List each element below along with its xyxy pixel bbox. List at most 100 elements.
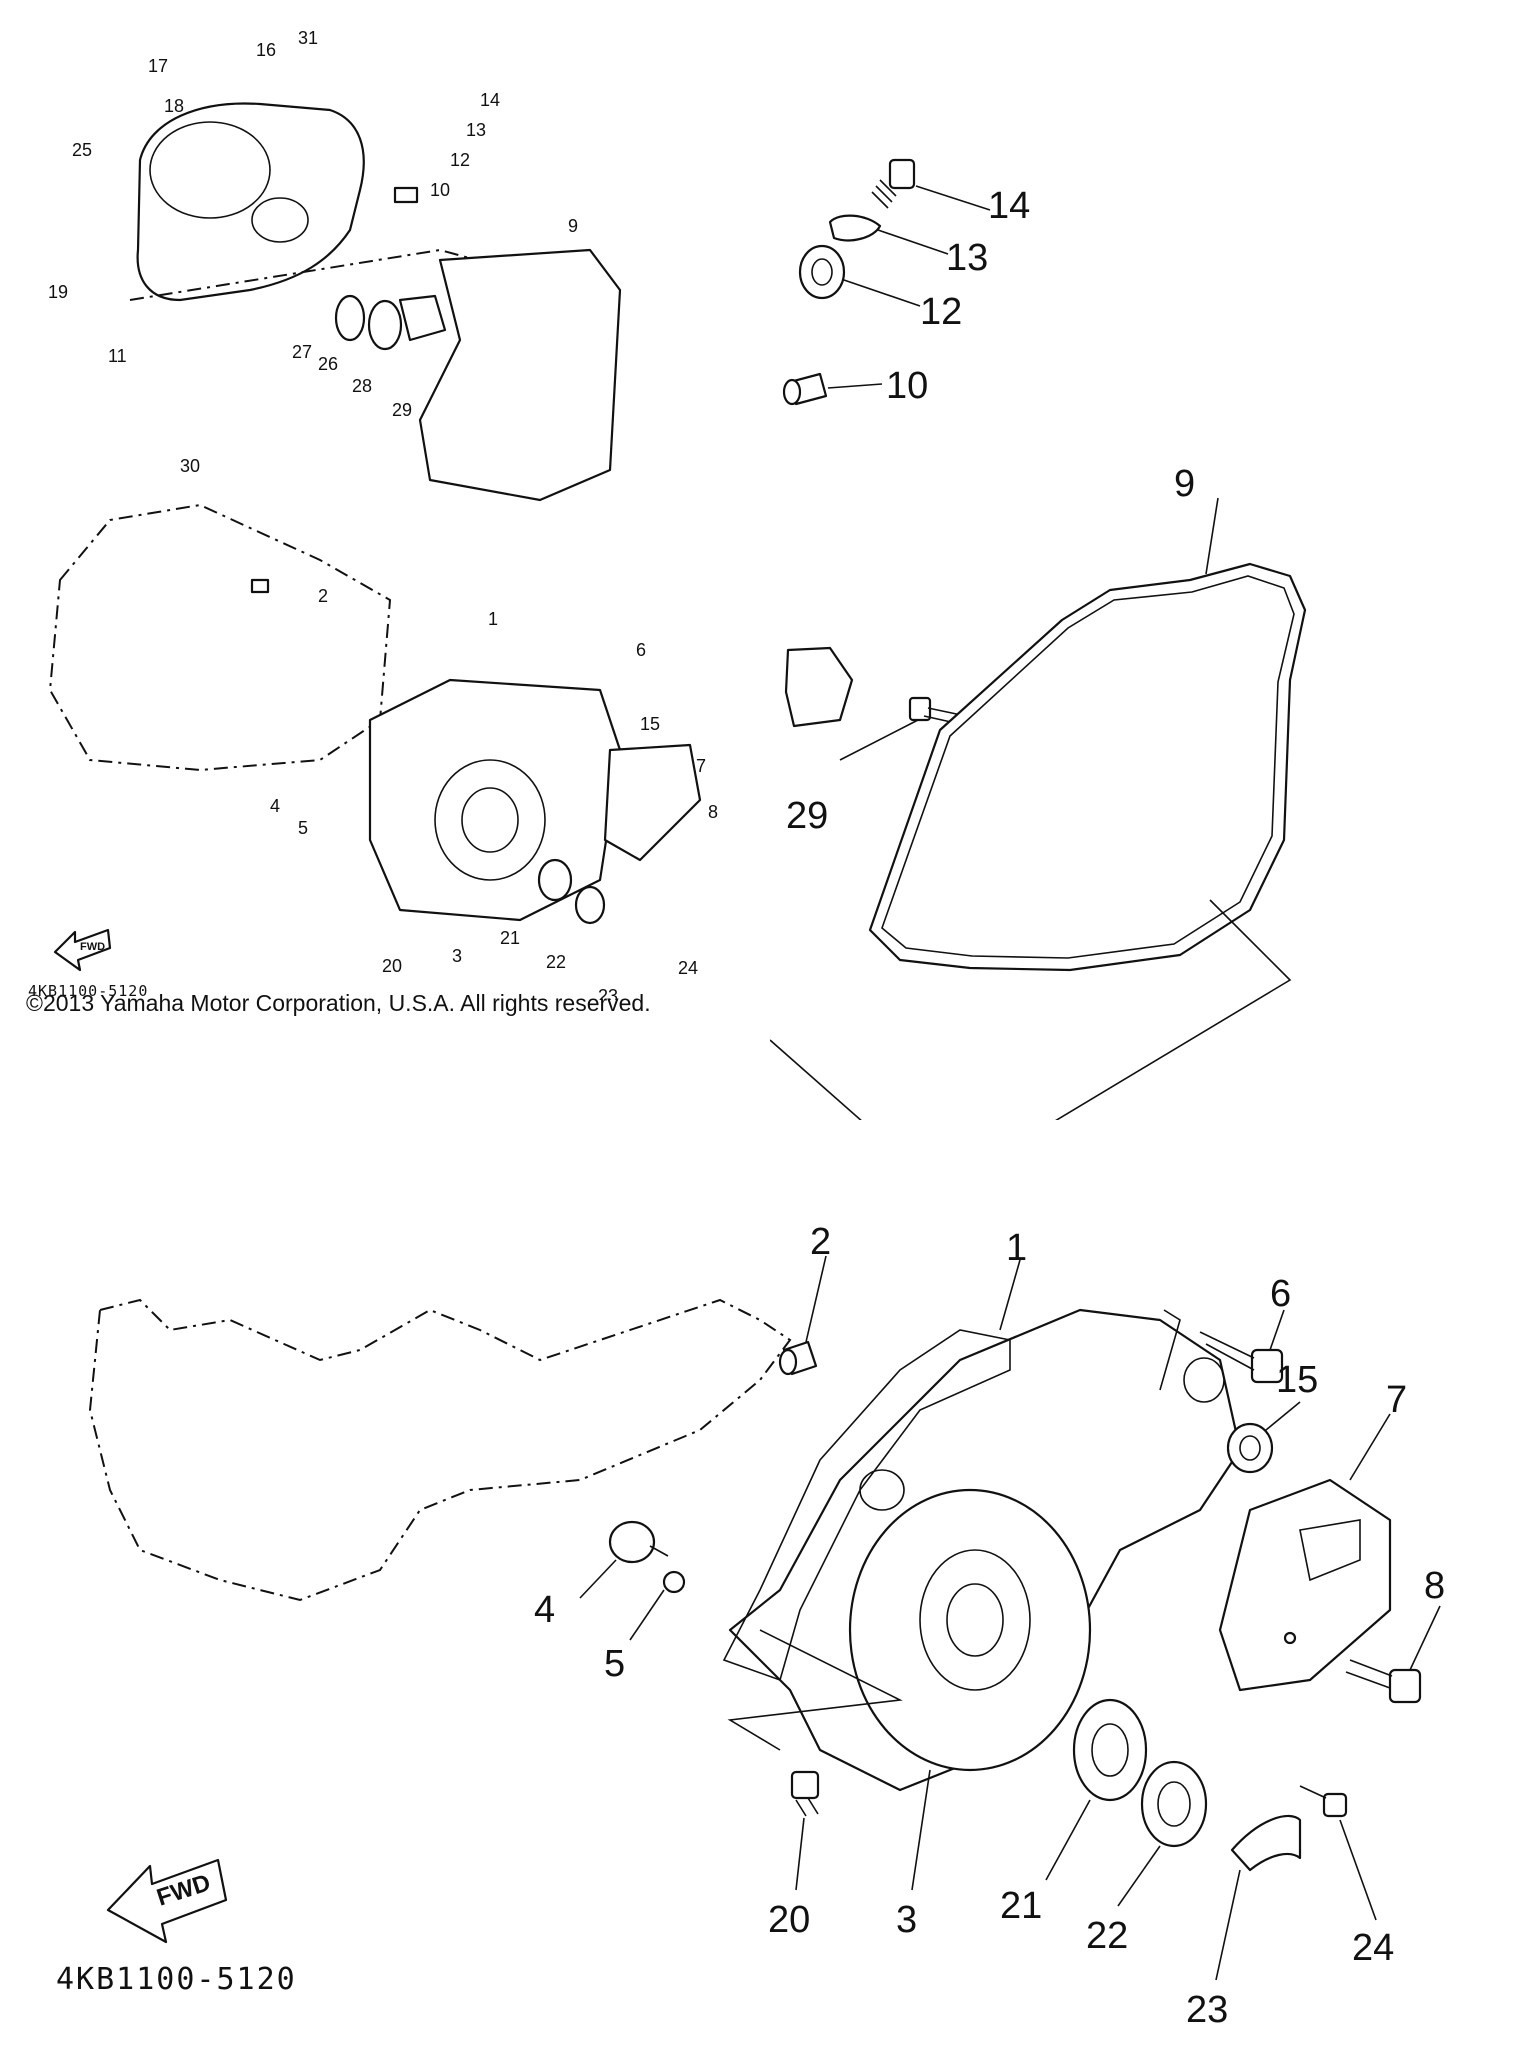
bearing-21-detail (1072, 1698, 1148, 1802)
leader-4 (579, 1559, 617, 1599)
engine-outline-detail (88, 1298, 792, 1602)
leader-22 (1117, 1845, 1161, 1907)
overview-callout-9: 9 (568, 216, 578, 236)
detail-bottom-callout-21: 21 (1000, 1885, 1042, 1927)
leader-24 (1339, 1819, 1377, 1921)
leader-10 (827, 383, 883, 389)
leader-20 (795, 1817, 805, 1891)
leader-15 (1265, 1401, 1301, 1431)
leader-5 (629, 1589, 665, 1641)
overview-callout-8: 8 (708, 802, 718, 822)
leader-9 (1205, 497, 1219, 575)
overview-callout-28: 28 (352, 376, 372, 396)
overview-callout-3: 3 (452, 946, 462, 966)
detail-top-callout-10: 10 (886, 365, 928, 407)
overview-drawing: FWD 1 2 3 4 5 6 7 8 9 10 11 12 13 14 15 … (48, 28, 718, 1000)
leader-21 (1045, 1799, 1091, 1881)
overview-callout-29: 29 (392, 400, 412, 420)
detail-bottom-callout-22: 22 (1086, 1915, 1128, 1957)
engine-outline (48, 503, 392, 772)
plate-28-partial (784, 646, 854, 728)
seal-22-detail (1140, 1760, 1208, 1848)
overview-callout-20: 20 (382, 956, 402, 976)
overview-callout-26: 26 (318, 354, 338, 374)
leader-23 (1215, 1869, 1241, 1981)
copyright-notice: ©2013 Yamaha Motor Corporation, U.S.A. A… (26, 990, 651, 1016)
crankcase-cover-3-detail (728, 1308, 1242, 1792)
overview-callout-23: 23 (598, 986, 618, 1000)
detail-bottom-panel: FWD 1 2 3 4 5 6 7 8 15 20 21 22 23 24 (0, 1190, 1536, 2048)
detail-top-callout-13: 13 (946, 237, 988, 279)
detail-top-panel: 9 10 12 13 14 29 (770, 120, 1536, 1120)
gasket-9 (418, 248, 622, 502)
fwd-label-small: FWD (80, 941, 105, 953)
bolt-6 (1199, 1331, 1284, 1384)
overview-panel: FWD 1 2 3 4 5 6 7 8 9 10 11 12 13 14 15 … (0, 0, 760, 1000)
seal-22 (574, 885, 606, 925)
overview-callout-17: 17 (148, 56, 168, 76)
plate-28 (398, 294, 447, 342)
dowel-2 (250, 578, 270, 594)
detail-bottom-callout-4: 4 (534, 1589, 555, 1631)
overview-callout-1: 1 (488, 609, 498, 629)
crankcase-cover-3 (368, 678, 622, 922)
screw-24 (1299, 1785, 1348, 1818)
bearing-26 (367, 299, 403, 351)
overview-callout-24: 24 (678, 958, 698, 978)
bolt-20 (790, 1770, 820, 1817)
detail-bottom-callout-2: 2 (810, 1221, 831, 1263)
overview-callout-25: 25 (72, 140, 92, 160)
detail-bottom-drawing: FWD 1 2 3 4 5 6 7 8 15 20 21 22 23 24 (88, 1221, 1445, 2031)
overview-callout-31: 31 (298, 28, 318, 48)
detail-bottom-callout-8: 8 (1424, 1565, 1445, 1607)
detail-top-drawing: 9 10 12 13 14 29 (770, 158, 1307, 1120)
detail-bottom-callout-20: 20 (768, 1899, 810, 1941)
overview-callout-13: 13 (466, 120, 486, 140)
overview-callout-7: 7 (696, 756, 706, 776)
leader-29 (839, 719, 919, 761)
gasket-9-detail (868, 562, 1307, 972)
detail-bottom-callout-6: 6 (1270, 1273, 1291, 1315)
seal-15 (1226, 1422, 1274, 1474)
detail-bottom-callout-7: 7 (1386, 1379, 1407, 1421)
overview-callout-4: 4 (270, 796, 280, 816)
overview-callout-14: 14 (480, 90, 500, 110)
leader-14 (915, 185, 991, 211)
leader-7 (1349, 1413, 1391, 1481)
o-ring-5 (662, 1570, 686, 1594)
seal-27 (334, 294, 366, 342)
overview-callout-22: 22 (546, 952, 566, 972)
detail-top-callout-14: 14 (988, 185, 1030, 227)
detail-top-callout-29: 29 (786, 795, 828, 837)
detail-bottom-callout-5: 5 (604, 1643, 625, 1685)
leader-8 (1409, 1605, 1441, 1671)
pin-10 (782, 372, 828, 406)
overview-callout-2a: 2 (318, 586, 328, 606)
overview-callout-10a: 10 (430, 180, 450, 200)
leader-12 (843, 279, 921, 307)
gasket-1-detail (722, 1329, 1011, 1682)
bolt-14 (871, 158, 916, 209)
dowel-2-detail (778, 1340, 818, 1376)
cover-7-detail (1218, 1478, 1392, 1692)
overview-callout-15: 15 (640, 714, 660, 734)
seal-12 (798, 244, 846, 300)
fwd-arrow-large: FWD (106, 1858, 228, 1944)
overview-callout-18: 18 (164, 96, 184, 116)
cover-7 (603, 743, 702, 862)
overview-callout-21: 21 (500, 928, 520, 948)
detail-bottom-callout-23: 23 (1186, 1989, 1228, 2031)
overview-callout-30: 30 (180, 456, 200, 476)
overview-callout-11: 11 (108, 346, 127, 366)
detail-bottom-callout-3: 3 (896, 1899, 917, 1941)
overview-callout-16: 16 (256, 40, 276, 60)
detail-top-callout-12: 12 (920, 291, 962, 333)
overview-callout-27: 27 (292, 342, 312, 362)
plate-23 (1230, 1814, 1302, 1872)
overview-callout-5: 5 (298, 818, 308, 838)
diagram-code-small: 4KB1100-5120 (28, 982, 149, 1000)
detail-bottom-callout-1: 1 (1006, 1227, 1027, 1269)
leader-2 (805, 1255, 827, 1343)
overview-callout-19: 19 (48, 282, 68, 302)
detail-top-callout-9: 9 (1174, 463, 1195, 505)
